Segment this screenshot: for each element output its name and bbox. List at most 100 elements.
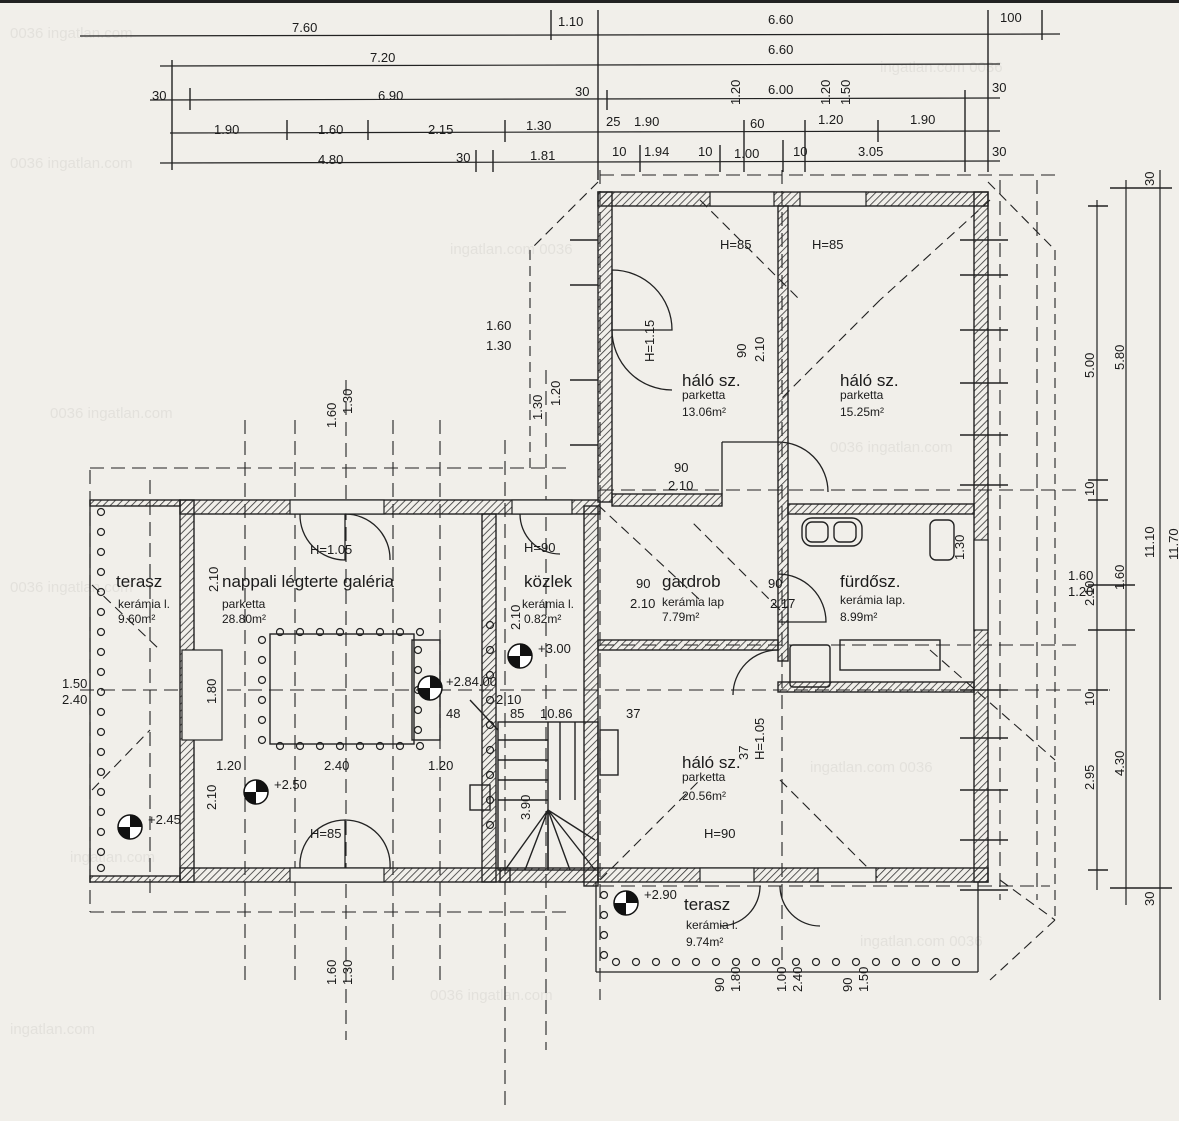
- dim-label: 1.50: [62, 676, 87, 691]
- room-halo-2: háló sz. parketta 15.25m²: [840, 371, 899, 419]
- dim-label: 1.30: [486, 338, 511, 353]
- dim-label: 5.80: [1112, 345, 1127, 370]
- level-labels: +2.84.00 +3.00 +2.50 +2.45 +2.90: [148, 641, 677, 902]
- watermark: ingatlan.com 0036: [450, 241, 573, 258]
- dim-label: 90: [712, 978, 727, 992]
- dim-label: 1.30: [526, 118, 551, 133]
- level-label: +2.84.00: [446, 674, 497, 689]
- dim-label: 2.10: [508, 605, 523, 630]
- bottom-dimensions: 1.60 1.30 90 1.80 1.00 2.40 90 1.50: [324, 960, 871, 992]
- dim-label: 1.60: [324, 960, 339, 985]
- room-area: 28.80m²: [222, 612, 266, 626]
- room-floor: parketta: [222, 597, 266, 611]
- dim-label: 60: [750, 116, 764, 131]
- room-halo-3: háló sz. parketta 20.56m²: [682, 753, 741, 803]
- dim-label: 30: [1142, 172, 1157, 186]
- level-markers: [117, 643, 639, 916]
- watermarks: 0036 ingatlan.com ingatlan.com 0036 0036…: [10, 25, 1003, 1038]
- room-nappali: nappali légterte galéria parketta 28.80m…: [222, 572, 395, 626]
- room-kozlek: közlek kerámia l. 0.82m²: [522, 572, 574, 626]
- room-area: 13.06m²: [682, 405, 726, 419]
- dim-label: 90: [768, 576, 782, 591]
- dim-label: 10.86: [540, 706, 573, 721]
- dim-label: 30: [575, 84, 589, 99]
- dim-label: 10: [793, 144, 807, 159]
- dim-label: 1.20: [728, 80, 743, 105]
- dim-label: 10: [612, 144, 626, 159]
- dim-label: 2.95: [1082, 765, 1097, 790]
- dim-label: 2.10: [668, 478, 693, 493]
- level-marker: [243, 779, 269, 805]
- watermark: ingatlan.com 0036: [810, 759, 933, 776]
- room-name: nappali légterte galéria: [222, 572, 395, 591]
- room-name: háló sz.: [840, 371, 899, 390]
- dim-label: 90: [840, 978, 855, 992]
- dim-label: 4.30: [1112, 751, 1127, 776]
- dim-label: 30: [1142, 892, 1157, 906]
- dim-label: H=85: [310, 826, 341, 841]
- dim-label: 90: [636, 576, 650, 591]
- room-area: 0.82m²: [524, 612, 561, 626]
- room-floor: parketta: [682, 388, 726, 402]
- dim-label: 2.10: [752, 337, 767, 362]
- room-furdo: fürdősz. kerámia lap. 8.99m²: [840, 572, 905, 624]
- fixtures: [269, 517, 955, 871]
- dim-label: 1.90: [910, 112, 935, 127]
- dim-label: 6.60: [768, 12, 793, 27]
- dim-label: 6.60: [768, 42, 793, 57]
- room-terasz-west: terasz kerámia l. 9.60m²: [116, 572, 170, 626]
- dim-label: 1.20: [216, 758, 241, 773]
- dim-label: 4.80: [318, 152, 343, 167]
- dim-label: 3.05: [858, 144, 883, 159]
- dim-label: 1.50: [856, 967, 871, 992]
- dim-label: 30: [152, 88, 166, 103]
- room-name: gardrob: [662, 572, 721, 591]
- dim-label: 2.40: [324, 758, 349, 773]
- dim-label: 2.10: [630, 596, 655, 611]
- dim-label: 37: [626, 706, 640, 721]
- watermark: ingatlan.com 0036: [880, 59, 1003, 76]
- dim-label: H=90: [704, 826, 735, 841]
- level-marker: [507, 643, 533, 669]
- watermark: 0036 ingatlan.com: [50, 405, 173, 422]
- room-name: fürdősz.: [840, 572, 900, 591]
- dim-label: 2.10: [496, 692, 521, 707]
- room-area: 9.74m²: [686, 935, 723, 949]
- level-marker: [117, 814, 143, 840]
- watermark: 0036 ingatlan.com: [10, 579, 133, 596]
- dim-label: 1.30: [952, 535, 967, 560]
- dim-label: 1.81: [530, 148, 555, 163]
- dim-label: 1.60: [1068, 568, 1093, 583]
- dim-label: 30: [992, 80, 1006, 95]
- dim-label: 2.40: [790, 967, 805, 992]
- dim-label: 2.17: [770, 596, 795, 611]
- room-area: 9.60m²: [118, 612, 155, 626]
- dim-label: 11.10: [1142, 526, 1157, 558]
- level-label: +3.00: [538, 641, 571, 656]
- dim-label: 90: [734, 344, 749, 358]
- watermark: ingatlan.com: [10, 1021, 95, 1038]
- dim-label: H=85: [720, 237, 751, 252]
- dim-label: 1.30: [340, 389, 355, 414]
- level-label: +2.45: [148, 812, 181, 827]
- room-floor: kerámia lap.: [840, 593, 905, 607]
- dim-label: 30: [456, 150, 470, 165]
- doors: [299, 269, 829, 927]
- level-marker: [613, 890, 639, 916]
- watermark: 0036 ingatlan.com: [430, 987, 553, 1004]
- room-labels: terasz kerámia l. 9.60m² nappali légtert…: [116, 371, 905, 949]
- dim-label: 90: [674, 460, 688, 475]
- railing-circles: [96, 507, 961, 967]
- dim-label: H=90: [524, 540, 555, 555]
- watermark: ingatlan.com 0036: [860, 933, 983, 950]
- watermark: 0036 ingatlan.com: [830, 439, 953, 456]
- dim-label: 10: [1082, 692, 1097, 706]
- dim-label: 2.15: [428, 122, 453, 137]
- room-name: közlek: [524, 572, 573, 591]
- dim-label: 1.80: [204, 679, 219, 704]
- dim-label: 6.90: [378, 88, 403, 103]
- interior-dimensions: 1.60 1.30 1.30 1.20 H=1.15 90 2.10 90 2.…: [204, 237, 967, 841]
- room-floor: parketta: [682, 770, 726, 784]
- dim-label: 1.90: [214, 122, 239, 137]
